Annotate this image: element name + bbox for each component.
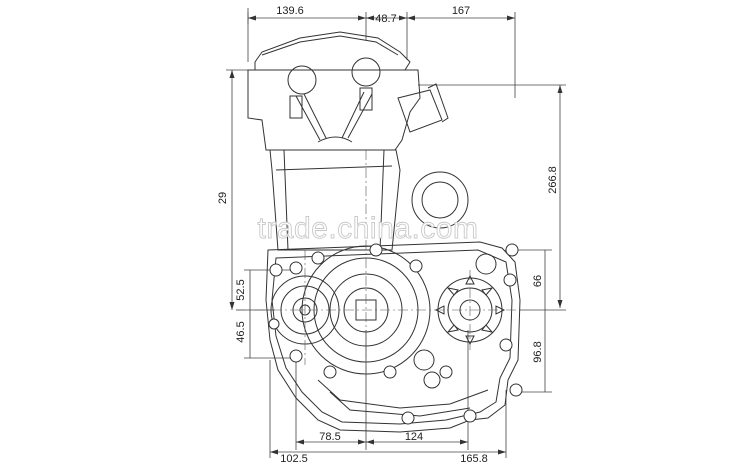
dim-right-height: 266.8 — [547, 166, 559, 194]
watermark: trade.china.com — [258, 212, 479, 245]
centerlines — [236, 150, 520, 380]
dim-left-mid-1: 52.5 — [235, 279, 247, 300]
dimension-lines — [226, 8, 566, 458]
dim-right-mid-1: 66 — [532, 275, 544, 287]
dimension-labels: 139.6 48.7 167 29 52.5 46.5 266.8 66 96.… — [217, 5, 559, 465]
dimension-arrows — [229, 15, 563, 455]
dim-left-height: 29 — [217, 192, 229, 204]
dim-top-2: 48.7 — [375, 13, 396, 25]
dim-left-mid-2: 46.5 — [235, 321, 247, 342]
dim-right-mid-2: 96.8 — [532, 341, 544, 362]
bolt-holes — [268, 243, 523, 425]
dim-top-1: 139.6 — [276, 5, 304, 17]
dim-bottom-4: 165.8 — [460, 453, 488, 465]
dim-top-3: 167 — [452, 5, 470, 17]
dim-bottom-1: 78.5 — [319, 431, 340, 443]
dim-bottom-2: 124 — [405, 431, 423, 443]
dim-bottom-3: 102.5 — [280, 453, 308, 465]
